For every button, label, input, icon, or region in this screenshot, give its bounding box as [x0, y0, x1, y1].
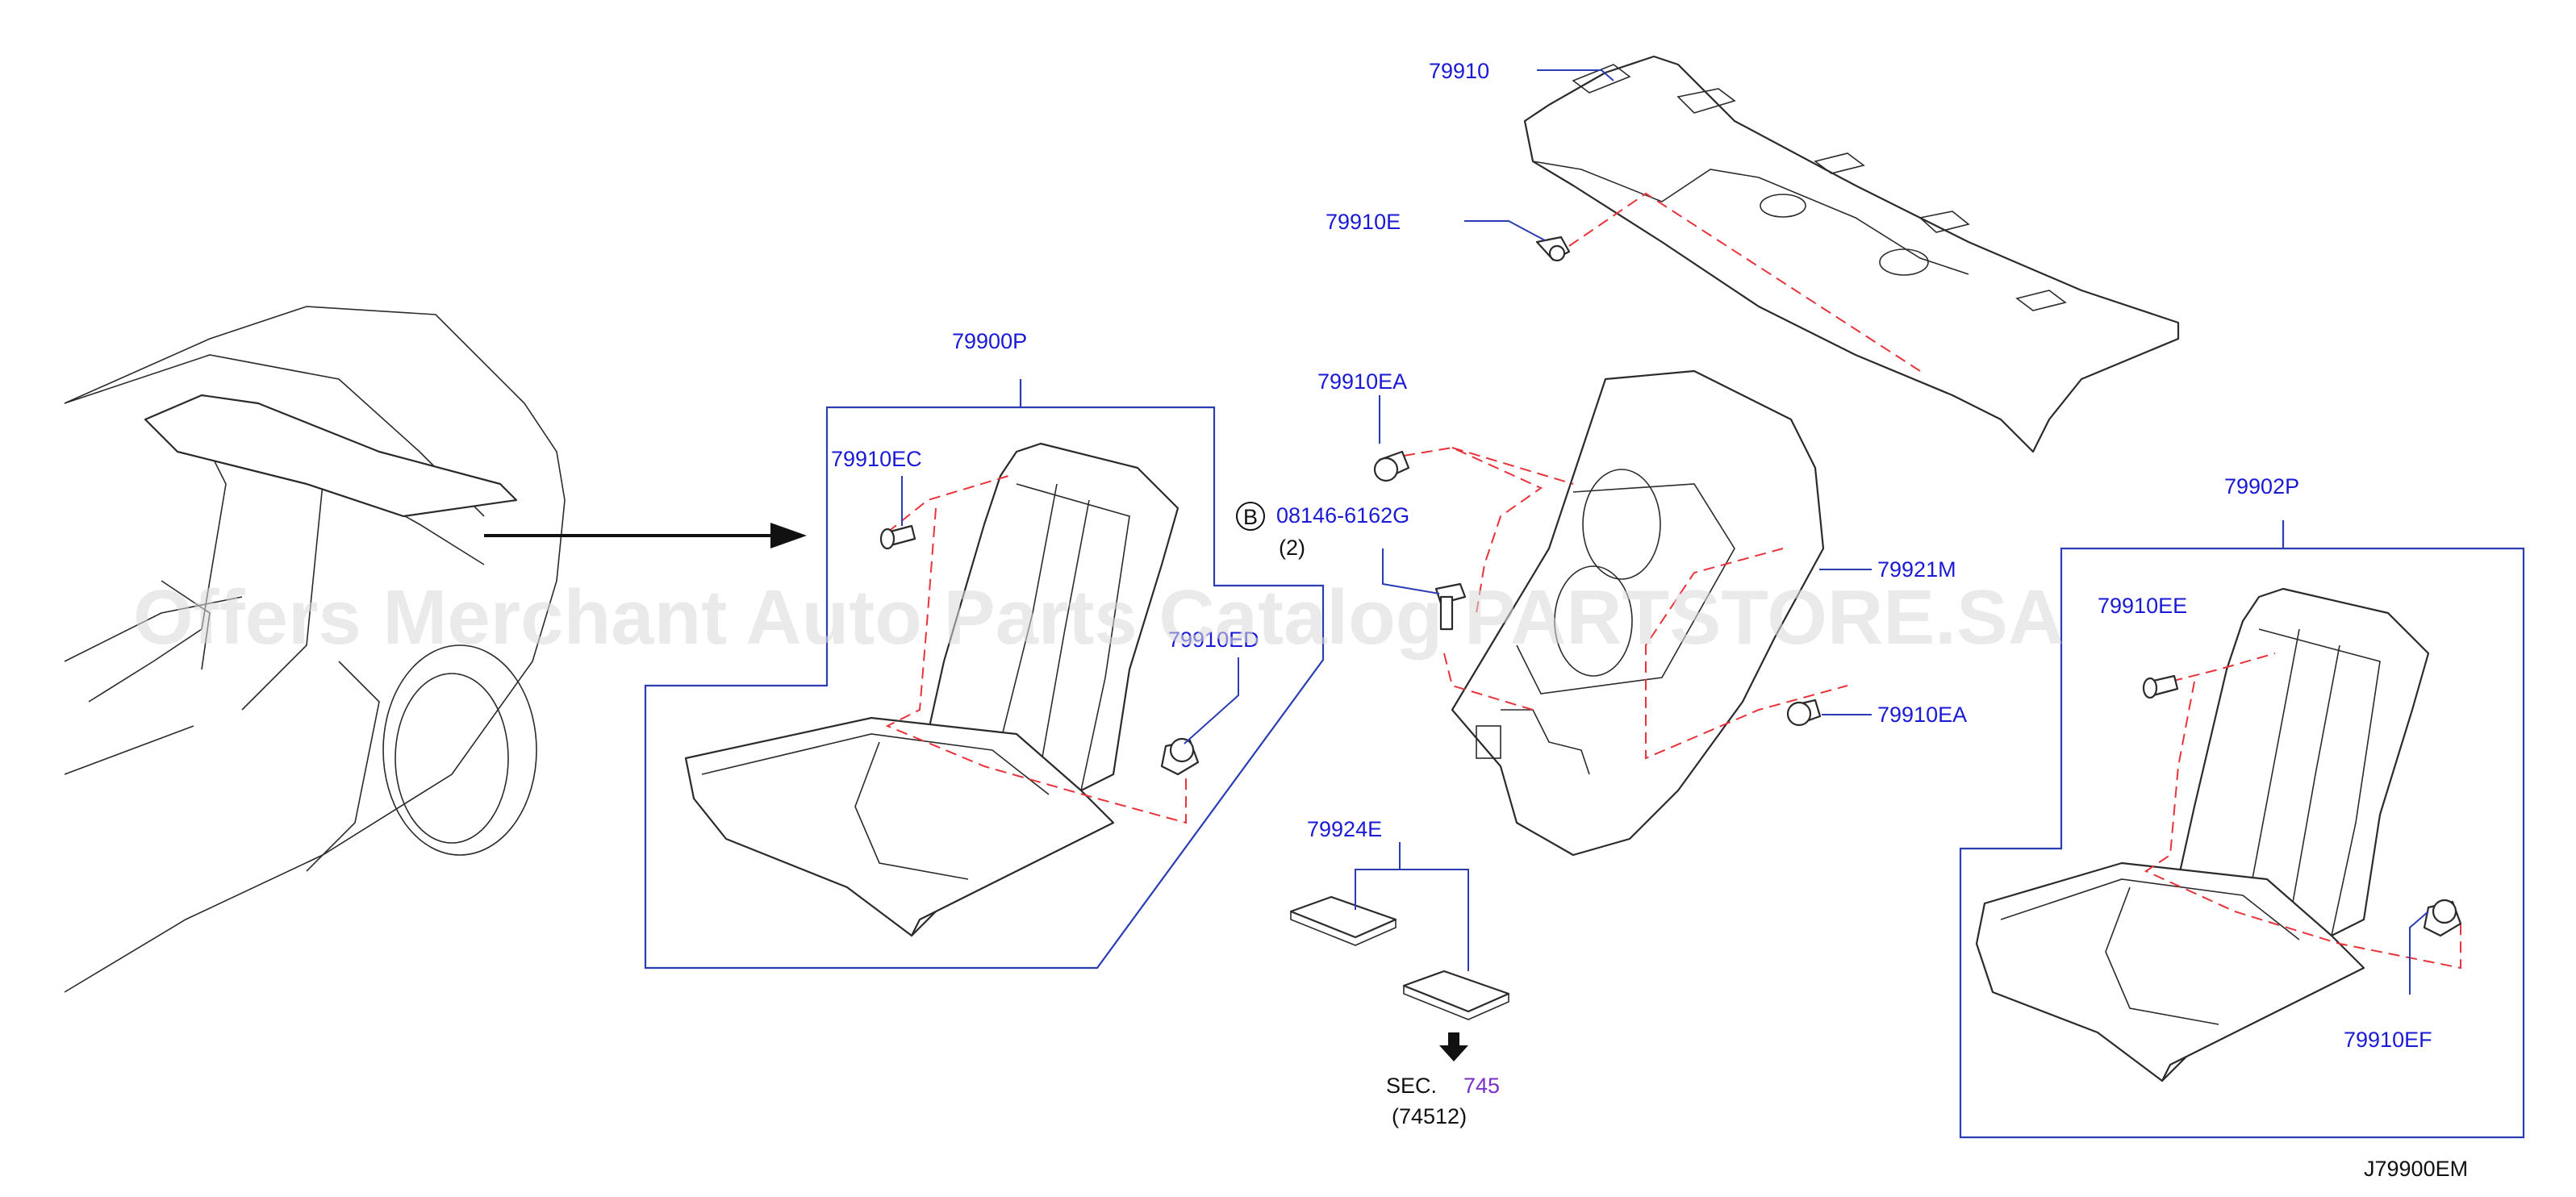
clip-79910EA-right-icon: [1786, 699, 1822, 727]
part-number-79900P[interactable]: 79900P: [952, 329, 1027, 353]
pad-79924E-b-icon: [1402, 970, 1510, 1020]
clip-79910E-icon: [1535, 236, 1571, 262]
leader-79924E: [1355, 842, 1469, 971]
section-reference: SEC. 745 (74512): [1386, 1074, 1500, 1128]
bolt-08146-icon: [1434, 582, 1467, 631]
part-number-79910ED[interactable]: 79910ED: [1168, 628, 1259, 652]
reference-arrow: [484, 523, 807, 548]
bolt-marker-letter: B: [1243, 505, 1258, 529]
seat-back-79900P: [684, 442, 1179, 937]
part-number-79910E[interactable]: 79910E: [1326, 210, 1401, 234]
leader-79910ED: [1184, 657, 1239, 744]
diagram-code: J79900EM: [2364, 1157, 2468, 1181]
part-number-79910EE[interactable]: 79910EE: [2098, 594, 2187, 618]
part-number-79910EA-top[interactable]: 79910EA: [1317, 369, 1407, 394]
section-arrow-icon: [1439, 1032, 1468, 1061]
clip-79910EE-icon: [2142, 674, 2179, 699]
section-link-745[interactable]: 745: [1463, 1074, 1500, 1098]
leader-79910: [1537, 69, 1614, 81]
watermark: Offers Merchant Auto Parts Catalog PARTS…: [133, 574, 2064, 661]
callout-frame-79902P: [1959, 520, 2525, 1139]
panel-79921M: [1451, 369, 1825, 857]
seat-back-79902P: [1975, 587, 2430, 1082]
clip-79910EC-icon: [879, 524, 916, 550]
clip-79910EF-icon: [2423, 899, 2462, 937]
part-number-79910EF[interactable]: 79910EF: [2344, 1028, 2432, 1052]
part-number-79910[interactable]: 79910: [1429, 59, 1489, 83]
fastener-dash-79910E: [1568, 192, 1921, 372]
bolt-callout: B 08146-6162G (2): [1236, 502, 1409, 560]
callout-frame-79900P: [644, 379, 1325, 970]
fastener-dash-79910EC: [885, 475, 1187, 824]
pad-79924E-a-icon: [1289, 895, 1397, 946]
part-number-79921M[interactable]: 79921M: [1877, 557, 1956, 582]
clip-79910EA-top-icon: [1373, 450, 1410, 482]
leader-79910EF: [2409, 911, 2429, 995]
bolt-marker-circle: [1236, 502, 1265, 531]
section-prefix: SEC.: [1386, 1074, 1437, 1098]
clip-79910ED-icon: [1160, 737, 1200, 776]
part-number-79910EC[interactable]: 79910EC: [831, 447, 922, 471]
fastener-dash-79921M: [1403, 446, 1848, 760]
part-number-79902P[interactable]: 79902P: [2224, 474, 2299, 498]
vehicle-rear-outline: [64, 306, 566, 993]
part-number-08146-6162G[interactable]: 08146-6162G: [1276, 503, 1409, 528]
leader-79910E: [1464, 220, 1546, 241]
part-number-79910EA-right[interactable]: 79910EA: [1877, 703, 1967, 727]
part-number-79924E[interactable]: 79924E: [1307, 817, 1382, 841]
leader-08146: [1382, 548, 1440, 594]
section-subnumber: (74512): [1392, 1104, 1467, 1128]
bolt-quantity: (2): [1279, 536, 1305, 560]
